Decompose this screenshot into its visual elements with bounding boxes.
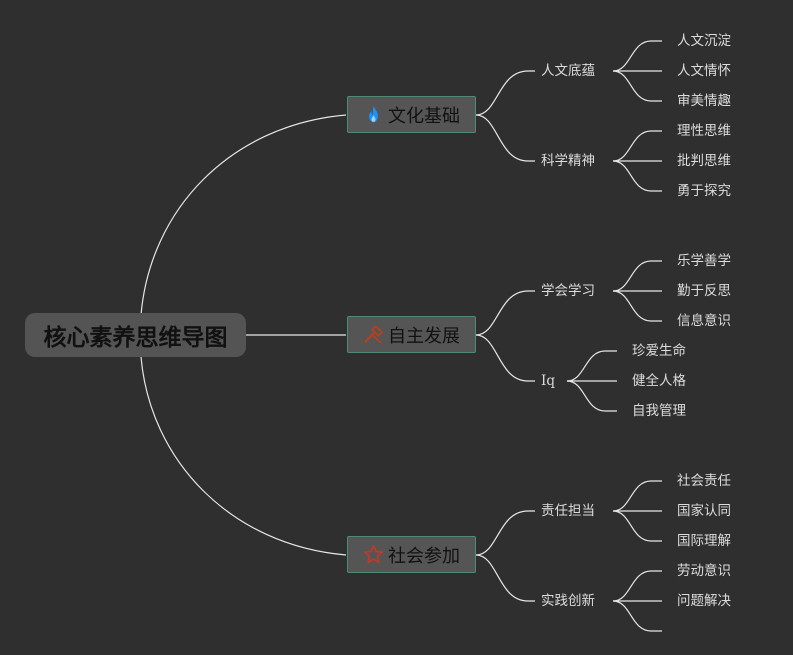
leaf-node[interactable]: 批判思维: [677, 153, 731, 169]
connector-branch-to-subnode: [475, 510, 535, 556]
subnode-humanities[interactable]: 人文底蕴: [541, 63, 595, 79]
leaf-node[interactable]: 理性思维: [677, 123, 731, 139]
hammer-icon: [364, 324, 384, 344]
connector-subnode-to-leaf: [612, 130, 662, 162]
leaf-node[interactable]: 自我管理: [632, 403, 686, 419]
leaf-node[interactable]: 乐学善学: [677, 253, 731, 269]
connector-branch-to-subnode: [475, 114, 535, 162]
leaf-node[interactable]: 国家认同: [677, 503, 731, 519]
branch-label: 社会参加: [388, 545, 460, 567]
subnode-practice-innovation[interactable]: 实践创新: [541, 593, 595, 609]
connector-subnode-to-leaf: [612, 510, 662, 542]
connector-subnode-to-leaf: [612, 290, 662, 322]
branch-label: 文化基础: [388, 105, 460, 127]
subnode-learning[interactable]: 学会学习: [541, 283, 595, 299]
branch-node-self-development[interactable]: 自主发展: [347, 316, 476, 353]
connector-subnode-to-leaf: [566, 380, 617, 412]
flame-icon: [369, 105, 378, 123]
connector-branch-to-subnode: [475, 70, 535, 116]
subnode-iq[interactable]: Iq: [541, 373, 555, 389]
leaf-node[interactable]: 勤于反思: [677, 283, 731, 299]
branch-node-culture[interactable]: 文化基础: [347, 96, 476, 133]
connector-subnode-to-leaf: [612, 70, 662, 102]
connector-branch-to-subnode: [475, 554, 535, 602]
leaf-node[interactable]: 勇于探究: [677, 183, 731, 199]
leaf-node[interactable]: 人文沉淀: [677, 33, 731, 49]
connector-subnode-to-leaf: [612, 570, 662, 602]
branch-label: 自主发展: [388, 325, 460, 347]
connector-subnode-to-leaf: [612, 160, 662, 192]
leaf-node[interactable]: 劳动意识: [677, 563, 731, 579]
leaf-node[interactable]: 审美情趣: [677, 93, 731, 109]
leaf-node[interactable]: 珍爱生命: [632, 343, 686, 359]
leaf-node[interactable]: 社会责任: [677, 473, 731, 489]
leaf-node[interactable]: 问题解决: [677, 593, 731, 609]
leaf-node[interactable]: 国际理解: [677, 533, 731, 549]
subnode-science-spirit[interactable]: 科学精神: [541, 153, 595, 169]
connector-subnode-to-leaf: [612, 260, 662, 292]
subnode-responsibility[interactable]: 责任担当: [541, 503, 595, 519]
connector-root-to-branch: [140, 356, 347, 556]
connector-branch-to-subnode: [475, 334, 535, 382]
star-icon: [363, 544, 384, 564]
root-node[interactable]: 核心素养思维导图: [25, 313, 246, 357]
connector-subnode-to-leaf: [612, 480, 662, 512]
root-node-label: 核心素养思维导图: [43, 325, 228, 351]
connector-root-to-branch: [140, 114, 347, 316]
connector-branch-to-subnode: [475, 290, 535, 336]
leaf-node[interactable]: 健全人格: [632, 373, 686, 389]
branch-node-social-participation[interactable]: 社会参加: [347, 536, 476, 573]
connector-subnode-to-leaf: [612, 600, 662, 632]
leaf-node[interactable]: 人文情怀: [677, 63, 731, 79]
connector-subnode-to-leaf: [566, 350, 617, 382]
leaf-node[interactable]: 信息意识: [677, 313, 731, 329]
connector-subnode-to-leaf: [612, 40, 662, 72]
